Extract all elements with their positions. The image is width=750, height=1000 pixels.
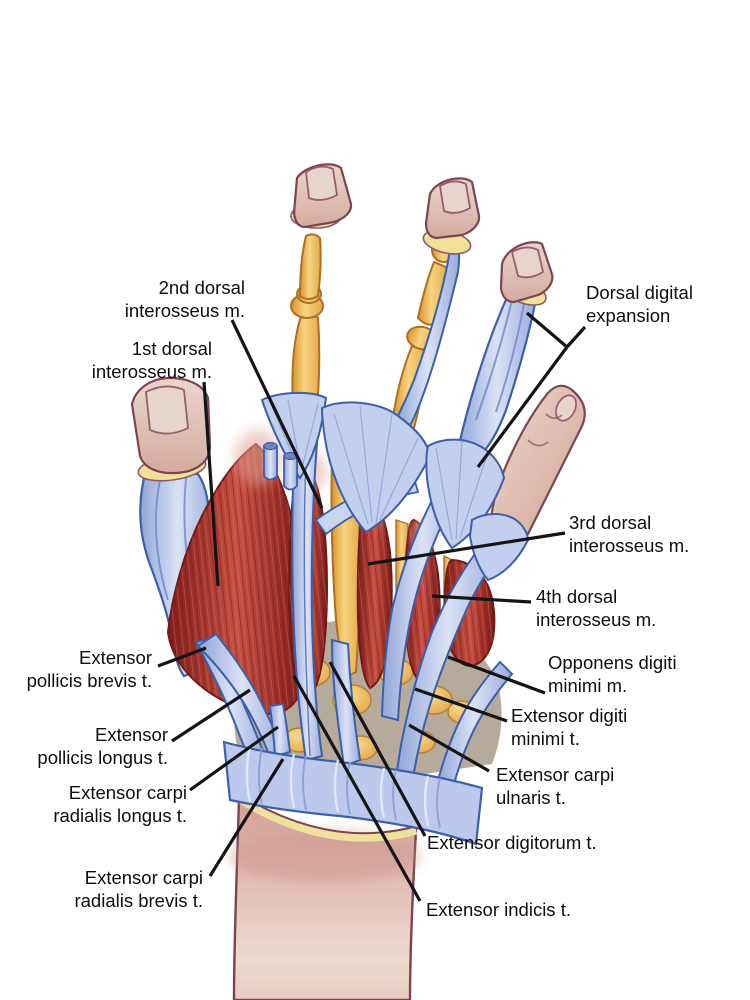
label-line: minimi t. — [511, 728, 580, 749]
label-line: pollicis brevis t. — [26, 670, 152, 691]
thumbnail — [145, 385, 189, 435]
label-extensor-indicis: Extensor indicis t. — [426, 898, 571, 921]
index-finger — [290, 163, 353, 414]
label-line: 1st dorsal — [131, 338, 212, 359]
label-line: Extensor — [78, 647, 152, 668]
label-line: Extensor indicis t. — [426, 899, 571, 920]
leader-opponens — [447, 655, 546, 695]
label-line: Extensor carpi — [84, 867, 203, 888]
label-extensor-pollicis-longus: Extensor pollicis longus t. — [37, 723, 168, 769]
leader-extensor-carpi-radialis-brevis — [208, 758, 285, 877]
leader-fourth-dorsal — [431, 594, 532, 604]
dorsal-digital-expansions — [260, 391, 530, 582]
fingernail — [439, 180, 471, 214]
leader-extensor-pollicis-longus — [171, 688, 251, 743]
label-extensor-carpi-radialis-brevis: Extensor carpi radialis brevis t. — [74, 866, 203, 912]
leader-extensor-carpi-radialis-longus — [189, 725, 279, 792]
label-line: Extensor digiti — [511, 705, 628, 726]
label-line: Extensor carpi — [68, 782, 187, 803]
leader-third-dorsal — [367, 531, 566, 566]
forearm — [229, 793, 421, 1000]
label-second-dorsal-interosseus: 2nd dorsal interosseus m. — [125, 276, 245, 322]
label-line: interosseus m. — [569, 535, 690, 556]
label-extensor-carpi-ulnaris: Extensor carpi ulnaris t. — [496, 763, 614, 809]
label-line: interosseus m. — [124, 300, 245, 321]
label-line: minimi m. — [548, 675, 628, 696]
label-line: interosseus m. — [91, 361, 212, 382]
label-first-dorsal-interosseus: 1st dorsal interosseus m. — [92, 337, 212, 383]
extensor-retinaculum — [222, 740, 484, 846]
leader-dorsal-digital-expansion — [476, 311, 587, 468]
fingernail — [555, 394, 577, 422]
middle-finger — [390, 177, 481, 432]
leader-first-dorsal — [202, 381, 220, 587]
leader-extensor-indicis — [292, 675, 422, 902]
label-line: 2nd dorsal — [158, 277, 245, 298]
fingernail — [510, 246, 545, 279]
label-line: ulnaris t. — [496, 787, 566, 808]
label-line: pollicis longus t. — [37, 747, 168, 768]
label-line: 4th dorsal — [536, 586, 618, 607]
label-fourth-dorsal-interosseus: 4th dorsal interosseus m. — [536, 585, 656, 631]
leader-extensor-digiti-minimi — [414, 687, 508, 723]
leader-extensor-pollicis-brevis — [157, 646, 207, 668]
label-line: Opponens digiti — [548, 652, 677, 673]
leader-lines — [157, 311, 587, 902]
leader-extensor-carpi-ulnaris — [408, 723, 490, 773]
label-third-dorsal-interosseus: 3rd dorsal interosseus m. — [569, 511, 689, 557]
middle-expansion — [320, 401, 432, 534]
label-line: interosseus m. — [536, 609, 657, 630]
label-dorsal-digital-expansion: Dorsal digital expansion — [586, 281, 693, 327]
label-extensor-digiti-minimi: Extensor digiti minimi t. — [511, 704, 627, 750]
leader-second-dorsal — [230, 319, 324, 509]
label-opponens-digiti-minimi: Opponens digiti minimi m. — [548, 651, 677, 697]
ring-finger — [456, 241, 554, 460]
label-line: Extensor carpi — [496, 764, 615, 785]
extensor-digitorum-ring-tendon — [380, 472, 464, 722]
label-extensor-carpi-radialis-longus: Extensor carpi radialis longus t. — [53, 781, 187, 827]
extensor-carpi-radialis-tendons — [268, 702, 292, 758]
label-line: 3rd dorsal — [569, 512, 652, 533]
label-line: Dorsal digital — [586, 282, 693, 303]
label-line: Extensor — [94, 724, 168, 745]
leader-extensor-digitorum — [328, 661, 427, 837]
label-extensor-digitorum: Extensor digitorum t. — [427, 831, 597, 854]
label-line: radialis brevis t. — [74, 890, 203, 911]
label-line: Extensor digitorum t. — [427, 832, 597, 853]
label-extensor-pollicis-brevis: Extensor pollicis brevis t. — [27, 646, 152, 692]
label-line: radialis longus t. — [53, 805, 187, 826]
cut-tendon-stubs — [263, 441, 298, 491]
label-line: expansion — [586, 305, 671, 326]
cut-skin-edge — [236, 794, 418, 842]
fingernail — [305, 165, 338, 201]
